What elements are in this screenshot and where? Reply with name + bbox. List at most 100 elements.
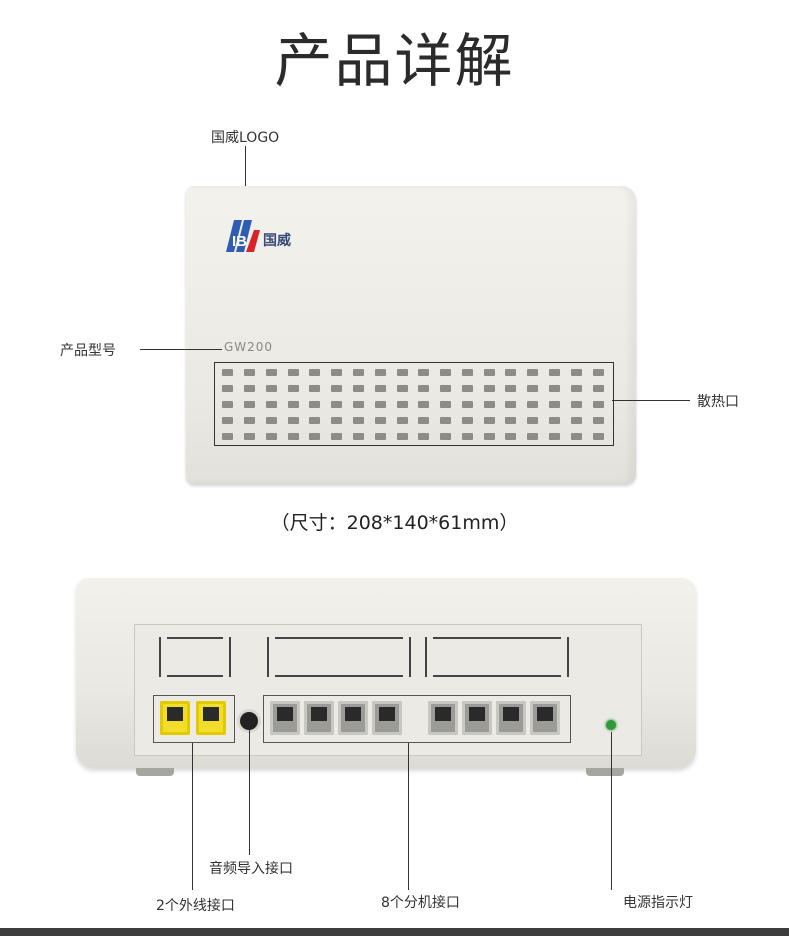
bottom-bar — [0, 928, 789, 936]
vent-slot — [440, 368, 452, 376]
vent-slot — [287, 368, 299, 376]
vent-slot — [396, 384, 408, 392]
device-rear — [76, 578, 696, 776]
outer-line-port-group — [153, 695, 235, 743]
label-bracket — [425, 637, 569, 677]
vent-slot — [222, 400, 234, 408]
vent-slot — [592, 368, 604, 376]
vent-slot — [287, 384, 299, 392]
vent-slot — [483, 416, 495, 424]
vent-slot — [570, 384, 582, 392]
vent-slot — [592, 416, 604, 424]
vent-slot — [549, 432, 561, 440]
vent-slot — [527, 416, 539, 424]
vent-slot — [222, 384, 234, 392]
extension-port[interactable] — [428, 701, 458, 735]
vent-slot — [505, 368, 517, 376]
vent-slot — [505, 384, 517, 392]
brand-text: 国威 — [263, 233, 291, 249]
extension-port[interactable] — [530, 701, 560, 735]
label-bracket — [267, 637, 411, 677]
power-led-icon — [606, 720, 616, 730]
outer-line-port[interactable] — [160, 701, 190, 735]
vent-slot — [527, 384, 539, 392]
vent-slot — [374, 400, 386, 408]
vent-slot — [265, 416, 277, 424]
vent-slot — [592, 432, 604, 440]
vent-slot — [461, 432, 473, 440]
vent-slot — [287, 416, 299, 424]
vent-slot — [440, 400, 452, 408]
vent-slot — [244, 416, 256, 424]
callout-audio-line — [249, 730, 250, 855]
vent-slot — [483, 400, 495, 408]
vent-slot — [440, 384, 452, 392]
vent-slot — [505, 400, 517, 408]
vent-slot — [353, 368, 365, 376]
callout-model: 产品型号 — [60, 343, 116, 359]
vent-slot — [440, 416, 452, 424]
device-foot — [136, 768, 174, 776]
extension-port[interactable] — [270, 701, 300, 735]
vent-slot — [309, 400, 321, 408]
vent-slot — [418, 432, 430, 440]
callout-power-led-line — [611, 732, 612, 890]
vent-slot — [222, 368, 234, 376]
vent-slot — [570, 368, 582, 376]
vent-slot — [309, 432, 321, 440]
vent-slot — [265, 400, 277, 408]
vent-slot — [265, 384, 277, 392]
device-front: IB 国威 GW200 — [186, 186, 636, 484]
vent-slot — [287, 432, 299, 440]
vent-slot — [592, 400, 604, 408]
vent-slot — [418, 368, 430, 376]
vent-grid — [217, 364, 609, 444]
vent-slot — [331, 416, 343, 424]
guowei-logo-icon: IB — [226, 220, 260, 252]
vent-slot — [374, 416, 386, 424]
callout-vent-line — [612, 400, 690, 401]
callout-power-led: 电源指示灯 — [623, 895, 693, 911]
vent-slot — [527, 368, 539, 376]
vent-slot — [353, 384, 365, 392]
vent-slot — [418, 384, 430, 392]
vent-slot — [265, 432, 277, 440]
dimensions-text: （尺寸：208*140*61mm） — [270, 512, 519, 534]
callout-extensions-line — [408, 743, 409, 890]
vent-slot — [353, 400, 365, 408]
vent-slot — [244, 400, 256, 408]
extension-port[interactable] — [304, 701, 334, 735]
extension-port[interactable] — [372, 701, 402, 735]
vent-slot — [592, 384, 604, 392]
extension-port[interactable] — [462, 701, 492, 735]
vent-slot — [461, 368, 473, 376]
extension-port[interactable] — [496, 701, 526, 735]
callout-vent: 散热口 — [697, 394, 739, 410]
vent-slot — [549, 384, 561, 392]
vent-slot — [527, 400, 539, 408]
vent-slot — [483, 384, 495, 392]
vent-slot — [570, 416, 582, 424]
rear-panel — [134, 624, 642, 756]
vent-slot — [549, 400, 561, 408]
label-bracket — [159, 637, 231, 677]
vent-slot — [287, 400, 299, 408]
callout-audio: 音频导入接口 — [209, 861, 293, 877]
vent-slot — [265, 368, 277, 376]
extension-port[interactable] — [338, 701, 368, 735]
vent-slot — [374, 368, 386, 376]
callout-logo: 国威LOGO — [211, 130, 280, 146]
audio-jack[interactable] — [240, 712, 258, 730]
vent-slot — [418, 416, 430, 424]
vent-slot — [331, 384, 343, 392]
vent-slot — [309, 368, 321, 376]
outer-line-port[interactable] — [196, 701, 226, 735]
vent-slot — [396, 400, 408, 408]
vent-slot — [331, 432, 343, 440]
model-label: GW200 — [224, 340, 274, 354]
vent-slot — [461, 384, 473, 392]
vent-slot — [527, 432, 539, 440]
vent-slot — [222, 432, 234, 440]
callout-extensions: 8个分机接口 — [381, 895, 460, 911]
vent-slot — [461, 416, 473, 424]
